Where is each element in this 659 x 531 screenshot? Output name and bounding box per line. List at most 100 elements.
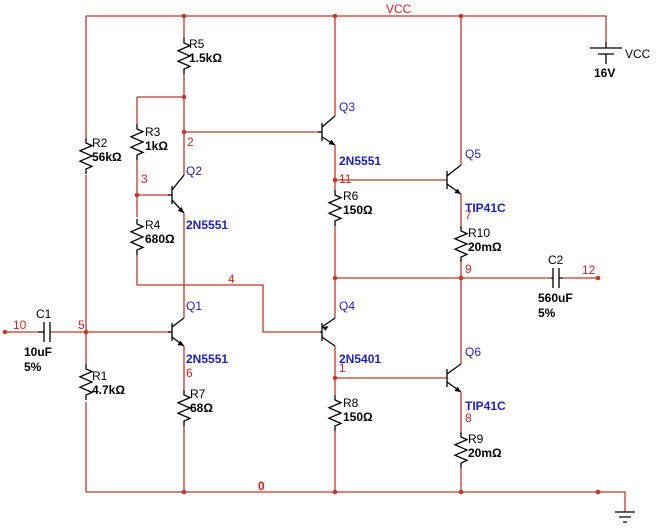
transistor-q2 — [168, 174, 185, 214]
q4-ref: Q4 — [339, 299, 355, 313]
dc-source-symbol — [590, 42, 622, 64]
transistor-q3 — [318, 115, 336, 146]
c2-value: 560uF — [538, 291, 573, 305]
resistor-r7 — [176, 390, 192, 426]
net-label-6: 6 — [186, 366, 193, 380]
c2-ref: C2 — [548, 253, 564, 267]
net-label-8: 8 — [465, 411, 472, 425]
junction — [458, 275, 464, 281]
net-label-11: 11 — [339, 172, 352, 186]
net-label-2: 2 — [187, 135, 194, 149]
resistor-r6 — [327, 190, 343, 226]
transistor-q5 — [446, 164, 462, 195]
junction — [332, 275, 338, 281]
r4-ref: R4 — [145, 218, 161, 232]
q5-model: TIP41C — [465, 201, 506, 215]
junctions — [2, 13, 601, 495]
r6-value: 150Ω — [343, 203, 373, 217]
r7-value: 68Ω — [190, 401, 213, 415]
r1-ref: R1 — [92, 369, 108, 383]
r8-ref: R8 — [343, 396, 359, 410]
junction — [181, 94, 187, 100]
q6-model: TIP41C — [465, 399, 506, 413]
vcc-source-value: 16V — [594, 66, 615, 80]
r2-ref: R2 — [92, 136, 108, 150]
transistor-q6 — [446, 363, 462, 393]
q3-model: 2N5551 — [339, 154, 381, 168]
net-label-7: 7 — [465, 208, 472, 222]
r4-value: 680Ω — [145, 232, 175, 246]
r2-value: 56kΩ — [92, 150, 122, 164]
resistor-r10 — [453, 226, 469, 262]
r6-ref: R6 — [343, 189, 359, 203]
c1-tolerance: 5% — [24, 360, 42, 374]
transistor-q1 — [168, 317, 185, 347]
r3-value: 1kΩ — [145, 139, 168, 153]
resistor-r1 — [78, 364, 94, 400]
capacitor-c2 — [551, 268, 563, 288]
r1-value: 4.7kΩ — [92, 383, 125, 397]
input-terminal — [2, 329, 8, 335]
junction — [458, 13, 464, 19]
capacitor-c1 — [38, 322, 51, 342]
net-label-0: 0 — [258, 479, 265, 493]
q1-ref: Q1 — [186, 299, 202, 313]
labels: VCC VCC 16V R5 1.5kΩ R2 56kΩ R3 1kΩ R4 6… — [13, 2, 651, 493]
net-label-12: 12 — [582, 263, 596, 277]
resistor-r2 — [78, 138, 94, 174]
r5-ref: R5 — [189, 37, 205, 51]
r5-value: 1.5kΩ — [189, 51, 222, 65]
junction — [595, 489, 601, 495]
r10-ref: R10 — [468, 226, 490, 240]
net-label-4: 4 — [228, 272, 235, 286]
capacitor-symbols — [38, 268, 563, 342]
resistor-r5 — [176, 38, 192, 74]
transistor-symbols — [168, 115, 462, 393]
q6-ref: Q6 — [465, 345, 481, 359]
junction — [332, 13, 338, 19]
junction — [332, 375, 338, 381]
junction — [83, 329, 89, 335]
q5-ref: Q5 — [465, 147, 481, 161]
c1-ref: C1 — [36, 307, 52, 321]
net-label-9: 9 — [465, 262, 472, 276]
junction — [181, 13, 187, 19]
resistor-r3 — [129, 124, 145, 160]
r8-value: 150Ω — [343, 410, 373, 424]
net-label-3: 3 — [141, 172, 148, 186]
output-terminal — [595, 275, 601, 281]
junction — [332, 177, 338, 183]
r7-ref: R7 — [190, 387, 206, 401]
resistor-symbols — [78, 38, 469, 468]
ground-symbol — [615, 511, 635, 523]
q4-model: 2N5401 — [339, 352, 381, 366]
net-label-10: 10 — [13, 318, 27, 332]
resistor-r9 — [453, 432, 469, 468]
r3-ref: R3 — [145, 125, 161, 139]
c2-tolerance: 5% — [538, 306, 556, 320]
q1-model: 2N5551 — [186, 352, 228, 366]
junction — [181, 129, 187, 135]
vcc-rail-label: VCC — [386, 2, 412, 16]
net-label-1: 1 — [339, 361, 346, 375]
q3-ref: Q3 — [339, 100, 355, 114]
c1-value: 10uF — [24, 345, 52, 359]
q2-model: 2N5551 — [186, 218, 228, 232]
wires — [5, 15, 626, 512]
resistor-r8 — [327, 395, 343, 431]
junction — [458, 489, 464, 495]
r9-ref: R9 — [468, 432, 484, 446]
resistor-r4 — [129, 219, 145, 255]
ground-rail — [86, 491, 626, 512]
vcc-source-ref: VCC — [625, 47, 651, 61]
wire-net4 — [136, 255, 320, 333]
r9-value: 20mΩ — [468, 446, 502, 460]
junction — [332, 489, 338, 495]
vcc-rail — [86, 15, 607, 42]
transistor-q4 — [320, 317, 336, 347]
q2-ref: Q2 — [186, 164, 202, 178]
junction — [134, 192, 140, 198]
junction — [181, 489, 187, 495]
r10-value: 20mΩ — [468, 240, 502, 254]
